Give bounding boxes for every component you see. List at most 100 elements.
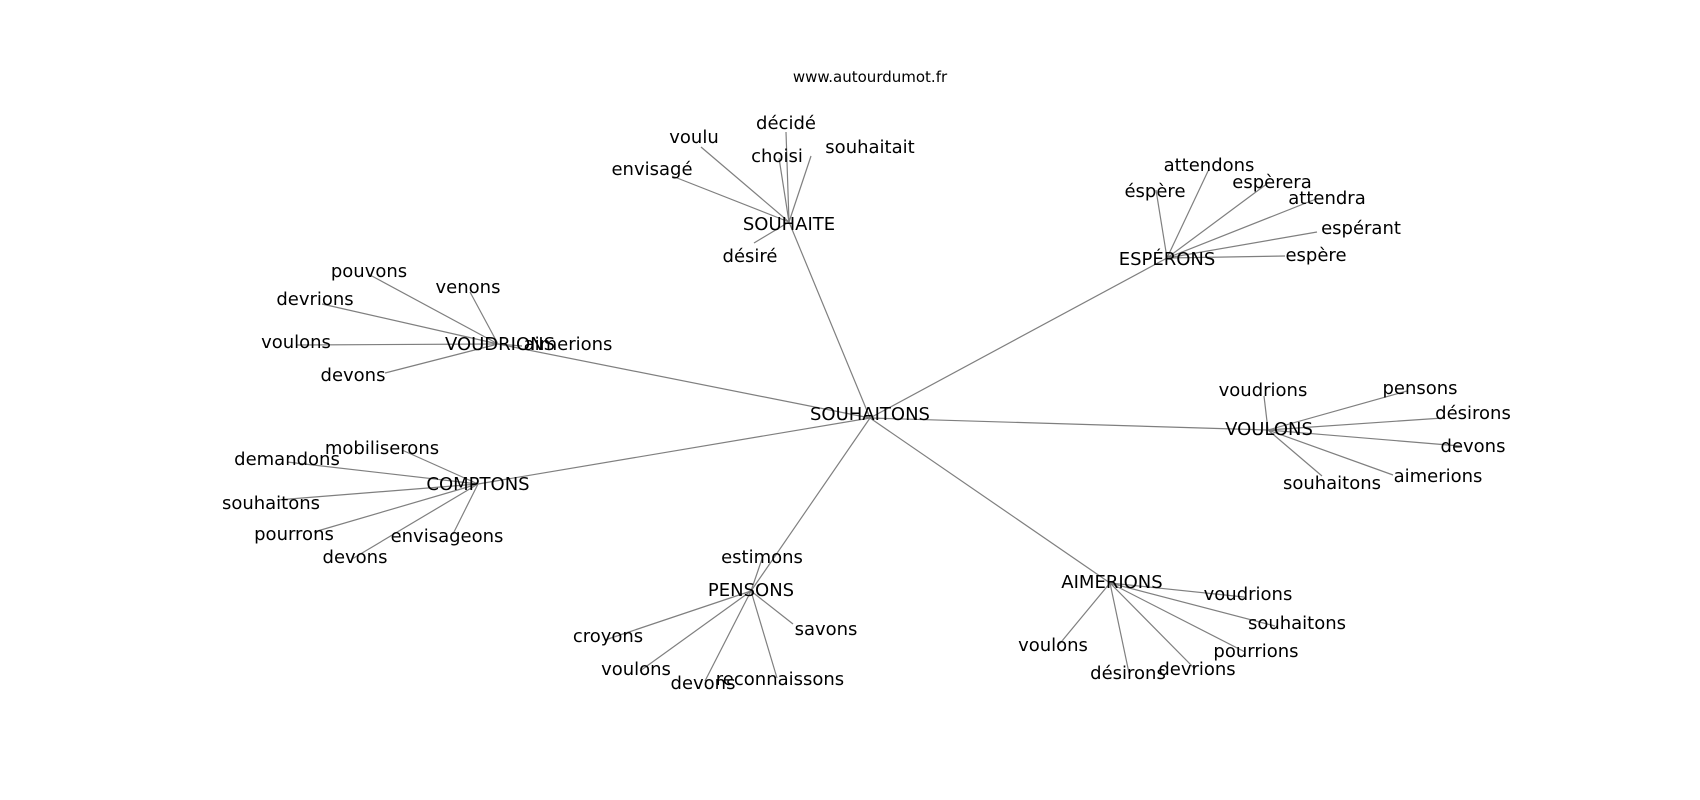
edge-hub-to-word <box>1056 582 1111 648</box>
edge-hub-to-word <box>384 343 499 374</box>
edge-hub-to-word <box>750 590 794 625</box>
word-node-label: envisageons <box>391 526 504 547</box>
edge-hub-to-word <box>778 157 790 223</box>
edge-hub-to-word <box>604 590 752 641</box>
edge-hub-to-word <box>1109 582 1276 627</box>
edge-hub-to-word <box>1109 582 1245 598</box>
word-node-label: voudrions <box>1219 380 1308 401</box>
edge-hub-to-word <box>753 221 790 244</box>
edge-center-to-hub <box>477 417 871 485</box>
edge-hub-to-word <box>1267 390 1408 431</box>
word-node-label: aimerions <box>1394 466 1483 487</box>
edge-center-to-hub <box>869 417 1111 584</box>
edge-hub-to-word <box>750 590 778 679</box>
word-node-label: voudrions <box>1204 584 1293 605</box>
hub-node-label: PENSONS <box>708 580 794 601</box>
hub-node-label: VOUDRIONS <box>445 334 555 355</box>
edge-hub-to-word <box>452 483 479 535</box>
edge-hub-to-word <box>1109 582 1196 670</box>
word-node-label: souhaitons <box>1283 473 1381 494</box>
word-node-label: devons <box>671 673 736 694</box>
edge-center-to-hub <box>869 417 1269 431</box>
edge-hub-to-word <box>369 274 499 345</box>
word-node-label: demandons <box>234 449 340 470</box>
edge-hub-to-word <box>469 291 499 345</box>
word-node-label: aimerions <box>524 334 613 355</box>
edge-hub-to-word <box>1166 255 1286 259</box>
hub-node-label: SOUHAITE <box>743 214 835 235</box>
word-node-label: souhaitons <box>1248 613 1346 634</box>
hub-node-label: COMPTONS <box>426 474 529 495</box>
watermark: www.autourdumot.fr <box>793 68 948 86</box>
edge-hub-to-word <box>1166 182 1269 259</box>
edge-hub-to-word <box>1166 231 1318 259</box>
word-node-label: pourrons <box>254 524 334 545</box>
edge-center-to-hub <box>497 343 871 419</box>
edges <box>276 131 1461 682</box>
word-node-label: devons <box>321 365 386 386</box>
word-node-label: désirons <box>1090 663 1166 684</box>
word-node-label: devons <box>323 547 388 568</box>
word-node-label: espèrera <box>1232 172 1311 193</box>
word-node-label: espère <box>1285 245 1346 266</box>
word-node-label: estimons <box>721 547 803 568</box>
edge-hub-to-word <box>639 590 752 672</box>
word-node-label: reconnaissons <box>716 669 844 690</box>
word-node-label: souhaitait <box>825 137 914 158</box>
word-node-label: pourrions <box>1213 641 1298 662</box>
word-node-label: croyons <box>573 626 643 647</box>
edge-hub-to-word <box>313 483 479 533</box>
edge-center-to-hub <box>869 257 1168 419</box>
edge-center-to-hub <box>750 417 871 592</box>
edge-hub-to-word <box>750 555 764 592</box>
word-node-label: devons <box>1441 436 1506 457</box>
word-node-label: désiré <box>723 246 778 267</box>
center-node-label: SOUHAITONS <box>810 404 930 425</box>
edge-hub-to-word <box>351 483 479 560</box>
word-node-label: savons <box>795 619 858 640</box>
edge-hub-to-word <box>321 303 499 345</box>
edge-hub-to-word <box>700 146 790 223</box>
edge-hub-to-word <box>1267 429 1394 476</box>
word-node-label: venons <box>436 277 501 298</box>
edge-hub-to-word <box>1267 417 1444 431</box>
edge-hub-to-word <box>1166 198 1317 259</box>
word-node-label: décidé <box>756 113 816 134</box>
edge-hub-to-word <box>1109 582 1130 674</box>
edge-hub-to-word <box>671 175 790 223</box>
word-node-label: envisagé <box>611 159 692 180</box>
edge-hub-to-word <box>1263 395 1269 431</box>
edge-hub-to-word <box>276 483 479 501</box>
word-node-label: désirons <box>1435 403 1511 424</box>
word-node-label: attendons <box>1164 155 1255 176</box>
word-node-label: voulons <box>1018 635 1088 656</box>
edge-hub-to-word <box>286 461 479 485</box>
word-node-label: souhaitons <box>222 493 320 514</box>
word-node-label: pouvons <box>331 261 407 282</box>
edge-center-to-hub <box>788 221 871 419</box>
word-node-label: voulu <box>669 127 718 148</box>
edge-hub-to-word <box>788 155 812 223</box>
edge-hub-to-word <box>704 590 752 682</box>
hub-node-label: VOULONS <box>1225 419 1313 440</box>
word-node-label: choisi <box>751 146 803 167</box>
word-node-label: devrions <box>276 289 353 310</box>
word-node-label: voulons <box>601 659 671 680</box>
word-node-label: pensons <box>1382 378 1457 399</box>
edge-hub-to-word <box>1109 582 1246 653</box>
edge-hub-to-word <box>497 343 523 347</box>
edge-hub-to-word <box>1267 429 1461 447</box>
edge-hub-to-word <box>296 343 499 346</box>
node-labels: SOUHAITONS SOUHAITE décidé voulu choisi souha… <box>222 113 1511 694</box>
word-node-label: espérant <box>1321 218 1401 239</box>
word-node-label: mobiliserons <box>325 438 439 459</box>
word-node-label: devrions <box>1158 659 1235 680</box>
word-node-label: voulons <box>261 332 331 353</box>
edge-hub-to-word <box>1166 168 1210 259</box>
word-node-label: attendra <box>1288 188 1365 209</box>
edge-hub-to-word <box>1155 189 1168 259</box>
edge-hub-to-word <box>785 131 790 223</box>
hub-node-label: AIMERIONS <box>1061 572 1162 593</box>
edge-hub-to-word <box>401 449 479 485</box>
